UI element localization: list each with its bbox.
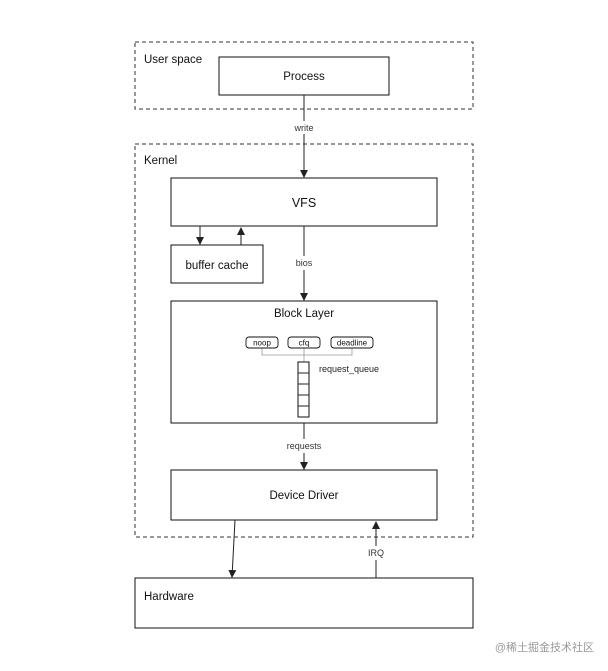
hardware-box [134,577,474,629]
cfq-scheduler-label: cfq [299,339,310,348]
vfs-label: VFS [292,196,316,210]
deadline-scheduler-label: deadline [337,339,368,348]
driver-to-hardware-arrow [228,519,237,578]
noop-scheduler-pill [245,336,279,349]
buffer-cache-label: buffer cache [185,260,248,272]
process-label: Process [283,71,325,83]
write-edge-label: write [293,123,313,133]
irq-edge-label: IRQ [368,548,384,558]
bios-edge-label: bios [296,258,313,268]
device-driver-box [170,469,438,521]
user-space-label: User space [144,54,202,66]
deadline-scheduler-pill [330,336,374,349]
hardware-label: Hardware [144,591,194,603]
vfs-box [170,177,438,227]
noop-scheduler-label: noop [253,339,271,348]
buffer-cache-box [170,244,264,284]
requests-edge-label: requests [287,441,322,451]
request-queue-stack [297,361,310,418]
device-driver-label: Device Driver [269,490,338,502]
scheduler-connector [261,348,353,356]
kernel-label: Kernel [144,155,177,167]
cfq-scheduler-pill [287,336,321,349]
block-layer-label: Block Layer [274,308,334,320]
request-queue-label: request_queue [319,364,379,374]
kernel-region [134,143,474,538]
watermark-text: @稀土掘金技术社区 [495,640,594,654]
